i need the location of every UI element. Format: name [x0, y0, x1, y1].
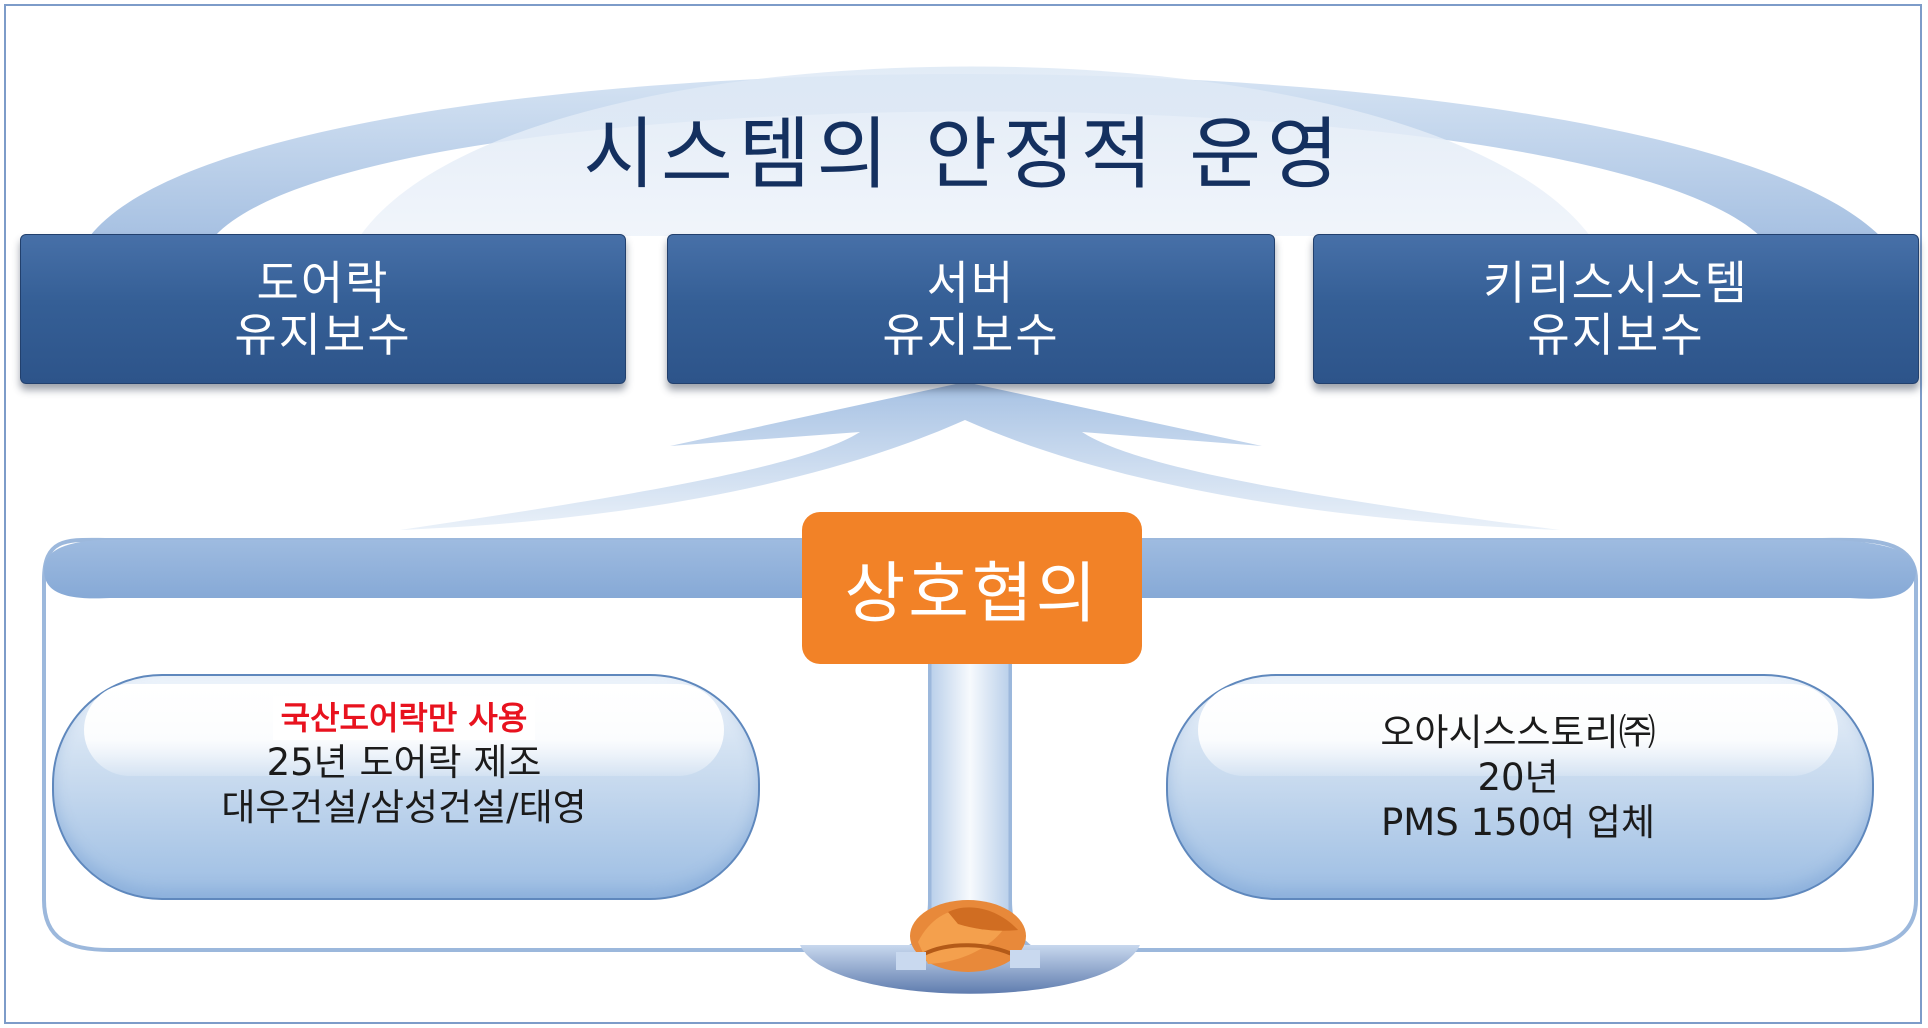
left-partner-line-2: 대우건설/삼성건설/태영 — [221, 786, 587, 829]
server-maintenance-box: 서버 유지보수 — [667, 234, 1275, 384]
top-arc — [90, 74, 1880, 236]
handshake-icon — [896, 900, 1040, 972]
mutual-agreement-badge: 상호협의 — [802, 512, 1142, 664]
title-dome — [360, 66, 1590, 236]
box-line-2: 유지보수 — [882, 308, 1060, 362]
box-line-1: 키리스시스템 — [1483, 256, 1749, 310]
left-partner-text: 국산도어락만 사용 25년 도어락 제조 대우건설/삼성건설/태영 — [52, 694, 756, 830]
domestic-doorlock-highlight: 국산도어락만 사용 — [272, 696, 536, 740]
diagram-frame — [4, 4, 1922, 1024]
box-line-2: 유지보수 — [1527, 308, 1705, 362]
door-lock-maintenance-box: 도어락 유지보수 — [20, 234, 626, 384]
box-line-1: 서버 — [926, 256, 1016, 310]
box-line-1: 도어락 — [256, 256, 390, 310]
right-partner-line-1: 오아시스스토리㈜ — [1380, 711, 1656, 754]
funnel-arrow — [400, 382, 1560, 530]
left-partner-line-1: 25년 도어락 제조 — [266, 741, 542, 784]
right-partner-line-2: 20년 — [1477, 756, 1559, 799]
right-pill-gloss — [1198, 684, 1838, 776]
page-title: 시스템의 안정적 운영 — [583, 110, 1345, 200]
keyless-system-maintenance-box: 키리스시스템 유지보수 — [1313, 234, 1919, 384]
right-partner-line-3: PMS 150여 업체 — [1381, 801, 1655, 844]
box-line-2: 유지보수 — [234, 308, 412, 362]
right-partner-text: 오아시스스토리㈜ 20년 PMS 150여 업체 — [1166, 710, 1870, 845]
